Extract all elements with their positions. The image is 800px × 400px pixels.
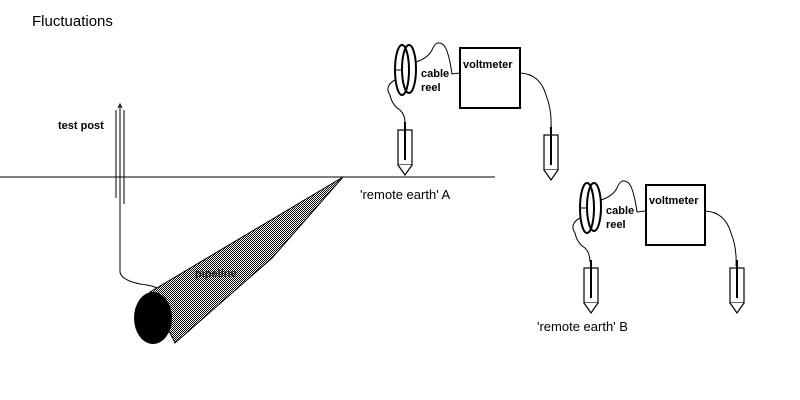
voltmeter-a-label: voltmeter: [463, 59, 513, 71]
test-post: [115, 102, 164, 293]
cable-reel-a-label: cable reel: [421, 68, 450, 94]
remote-earth-a-label: 'remote earth' A: [360, 187, 451, 202]
measurement-set-b: [572, 180, 745, 314]
pipeline: [134, 176, 344, 344]
pipeline-label: pipeline: [195, 268, 237, 280]
test-post-label: test post: [58, 120, 104, 132]
cable-reel-b-label: cable reel: [606, 205, 635, 231]
voltmeter-b-label: voltmeter: [649, 195, 699, 207]
measurement-set-a: [387, 42, 559, 181]
remote-earth-b-label: 'remote earth' B: [537, 319, 628, 334]
diagram-title: Fluctuations: [32, 13, 113, 30]
